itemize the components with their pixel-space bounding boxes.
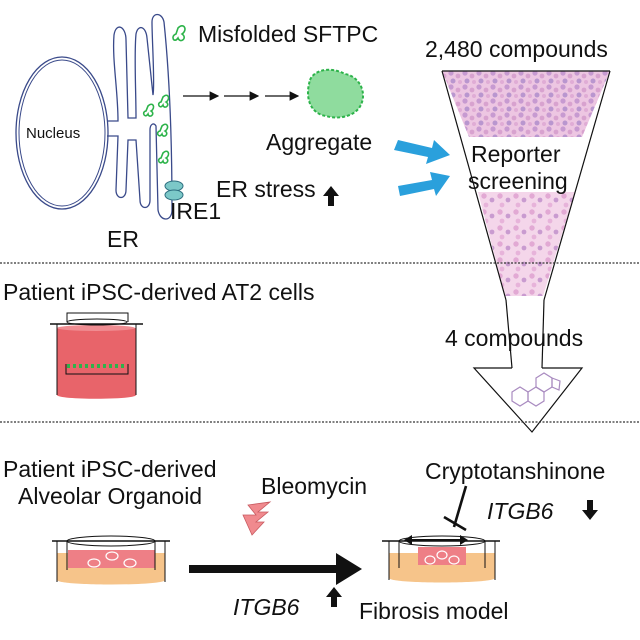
- er-label: ER: [107, 226, 139, 252]
- library-size-label: 2,480 compounds: [425, 36, 608, 62]
- organoid-culture-well-icon: [52, 535, 170, 585]
- inhibition-icon: [443, 485, 468, 532]
- at2-culture-well-icon: [50, 312, 143, 399]
- aggregate-label: Aggregate: [266, 129, 373, 155]
- nucleus-icon: [15, 56, 109, 210]
- misfolded-sftpc-label: Misfolded SFTPC: [198, 21, 379, 47]
- at2-cells-title: Patient iPSC-derived AT2 cells: [3, 279, 315, 305]
- itgb6-up-label: ITGB6: [233, 594, 300, 620]
- blue-arrow-er-stress: [398, 172, 450, 196]
- er-icon: [107, 13, 173, 220]
- hit-compounds-label: 4 compounds: [445, 325, 584, 351]
- blue-arrow-aggregate: [394, 140, 450, 164]
- nucleus-label: Nucleus: [26, 125, 81, 142]
- fibrosis-well-icon: [382, 535, 500, 583]
- itgb6-down-arrow-icon: [582, 500, 598, 520]
- reporter-screening-label-2: screening: [468, 168, 568, 194]
- fibrosis-model-label: Fibrosis model: [359, 598, 509, 624]
- aggregate-icon: [307, 68, 364, 119]
- misfolded-protein-icons: [142, 25, 186, 164]
- bleomycin-bolt-icon: [242, 501, 272, 536]
- ire1-label: IRE1: [170, 198, 222, 224]
- reporter-screening-label-1: Reporter: [471, 141, 561, 167]
- organoid-title-2: Alveolar Organoid: [18, 483, 203, 509]
- organoid-title-1: Patient iPSC-derived: [3, 456, 217, 482]
- itgb6-up-arrow-icon: [326, 587, 342, 607]
- er-stress-label: ER stress: [216, 176, 316, 202]
- itgb6-down-label: ITGB6: [487, 498, 554, 524]
- ire1-icon: [164, 180, 184, 201]
- screening-funnel: [441, 70, 611, 433]
- molecule-icon: [511, 372, 561, 407]
- bleomycin-label: Bleomycin: [261, 473, 368, 499]
- er-stress-up-arrow-icon: [323, 186, 339, 206]
- treatment-arrow: [189, 553, 362, 585]
- cryptotanshinone-label: Cryptotanshinone: [425, 458, 606, 484]
